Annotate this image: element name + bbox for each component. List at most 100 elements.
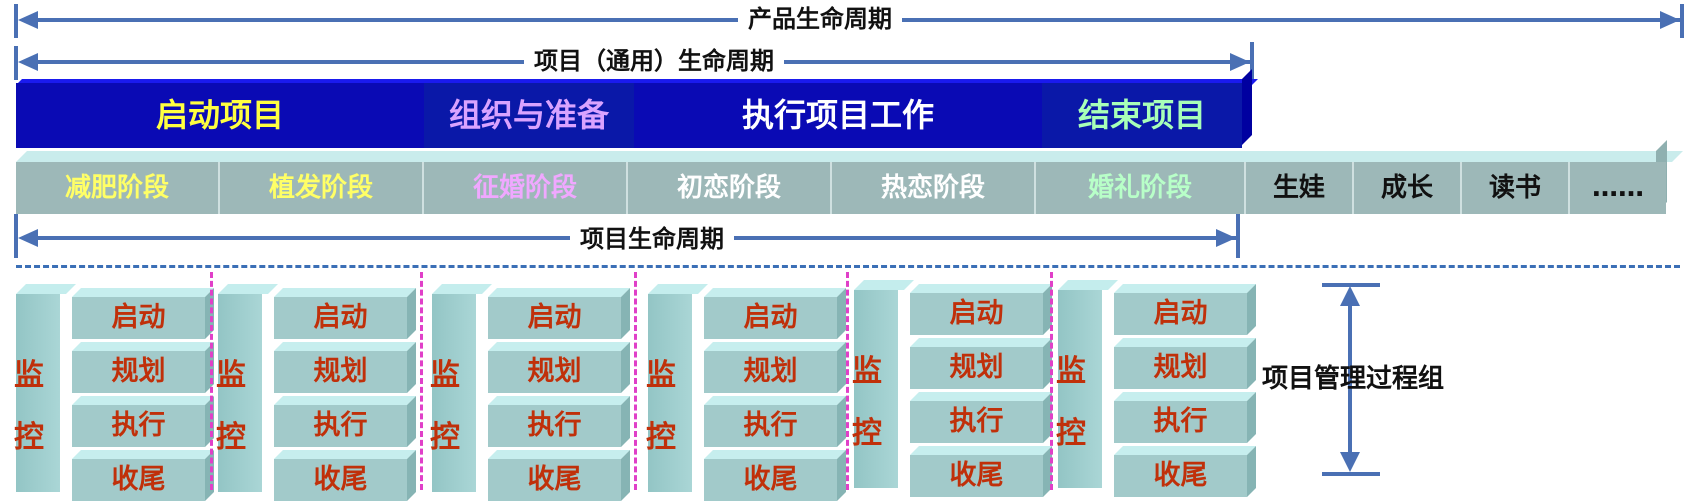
project-lifecycle-label: 项目生命周期	[570, 224, 734, 254]
process-box: 收尾	[704, 459, 837, 501]
monitor-column-top	[648, 284, 708, 294]
group-divider	[634, 272, 637, 490]
process-box: 执行	[72, 405, 205, 447]
span-start-tick	[14, 214, 18, 258]
process-box-top	[488, 288, 630, 297]
stage-item: 征婚阶段	[424, 162, 628, 214]
stage-item: 成长	[1354, 162, 1462, 214]
process-box-top	[910, 284, 1052, 293]
process-box-side	[621, 288, 630, 339]
monitor-control-char: 监	[646, 358, 676, 393]
process-box: 规划	[910, 347, 1043, 389]
stage-row: 减肥阶段 植发阶段 征婚阶段 初恋阶段 热恋阶段 婚礼阶段 生娃 成长 读书 ……	[16, 162, 1666, 214]
monitor-control-char: 控	[646, 420, 676, 455]
process-box-top	[72, 450, 214, 459]
monitor-control-column	[218, 294, 262, 492]
process-box-top	[1114, 446, 1256, 455]
process-box-top	[72, 288, 214, 297]
stage-item: 初恋阶段	[628, 162, 832, 214]
process-box-top	[910, 392, 1052, 401]
process-box: 启动	[72, 297, 205, 339]
span-start-tick	[14, 4, 18, 38]
stage-label: 读书	[1488, 173, 1541, 203]
span-end-tick	[1680, 4, 1684, 38]
separator-dashed-line	[16, 265, 1680, 268]
monitor-control-char: 监	[430, 358, 460, 393]
process-box-side	[837, 450, 846, 501]
arrow-down-head	[1340, 452, 1360, 472]
process-box: 规划	[704, 351, 837, 393]
process-box-side	[1247, 392, 1256, 443]
process-box-side	[837, 396, 846, 447]
process-box: 启动	[274, 297, 407, 339]
phase-label: 组织与准备	[448, 96, 609, 134]
process-box: 执行	[1114, 401, 1247, 443]
stage-label: 生娃	[1272, 173, 1325, 203]
process-box-top	[1114, 392, 1256, 401]
process-box: 执行	[910, 401, 1043, 443]
process-box: 执行	[274, 405, 407, 447]
stage-row-top	[16, 151, 1683, 162]
process-box: 启动	[704, 297, 837, 339]
process-box-top	[1114, 338, 1256, 347]
monitor-control-char: 控	[14, 420, 44, 455]
process-box-side	[407, 342, 416, 393]
stage-label: 减肥阶段	[64, 173, 169, 203]
process-box: 启动	[910, 293, 1043, 335]
monitor-control-char: 控	[852, 416, 882, 451]
process-box: 执行	[704, 405, 837, 447]
phase-label: 执行项目工作	[741, 96, 934, 134]
process-box: 规划	[72, 351, 205, 393]
process-box: 启动	[1114, 293, 1247, 335]
process-box: 执行	[488, 405, 621, 447]
process-box: 启动	[488, 297, 621, 339]
monitor-column-top	[218, 284, 278, 294]
monitor-control-char: 控	[430, 420, 460, 455]
process-box-top	[274, 342, 416, 351]
arrow-right-head	[1660, 11, 1680, 29]
process-box-top	[488, 342, 630, 351]
arrow-right-head	[1216, 229, 1236, 247]
arrow-right-head	[1230, 53, 1250, 71]
process-box-side	[621, 450, 630, 501]
monitor-control-column	[16, 294, 60, 492]
phase-close: 结束项目	[1042, 83, 1242, 148]
stage-label: ……	[1592, 173, 1644, 203]
monitor-control-char: 控	[1056, 416, 1086, 451]
process-box-top	[274, 288, 416, 297]
process-box-top	[910, 338, 1052, 347]
monitor-column-top	[1058, 280, 1118, 290]
process-box-side	[1247, 338, 1256, 389]
process-box-side	[407, 288, 416, 339]
phase-label: 结束项目	[1077, 96, 1206, 134]
monitor-control-char: 控	[216, 420, 246, 455]
process-box: 规划	[488, 351, 621, 393]
process-box-top	[1114, 284, 1256, 293]
process-box-top	[488, 450, 630, 459]
stage-item: 热恋阶段	[832, 162, 1036, 214]
process-box: 收尾	[72, 459, 205, 501]
arrow-left-head	[18, 11, 38, 29]
arrow-up-head	[1340, 286, 1360, 306]
monitor-control-column	[1058, 290, 1102, 488]
process-box-top	[704, 288, 846, 297]
group-divider	[846, 272, 849, 490]
process-box: 规划	[274, 351, 407, 393]
process-box-top	[72, 342, 214, 351]
stage-item: 婚礼阶段	[1036, 162, 1246, 214]
span-start-tick	[14, 46, 18, 80]
process-box-top	[704, 450, 846, 459]
product-lifecycle-label: 产品生命周期	[738, 4, 902, 34]
phase-label: 启动项目	[155, 96, 284, 134]
process-box-side	[621, 396, 630, 447]
monitor-control-char: 监	[14, 358, 44, 393]
process-box: 收尾	[1114, 455, 1247, 497]
process-box-top	[704, 396, 846, 405]
monitor-control-column	[432, 294, 476, 492]
process-box-side	[407, 396, 416, 447]
process-box: 规划	[1114, 347, 1247, 389]
process-box-top	[704, 342, 846, 351]
stage-item: 植发阶段	[220, 162, 424, 214]
process-box-top	[274, 450, 416, 459]
stage-item: 读书	[1462, 162, 1570, 214]
